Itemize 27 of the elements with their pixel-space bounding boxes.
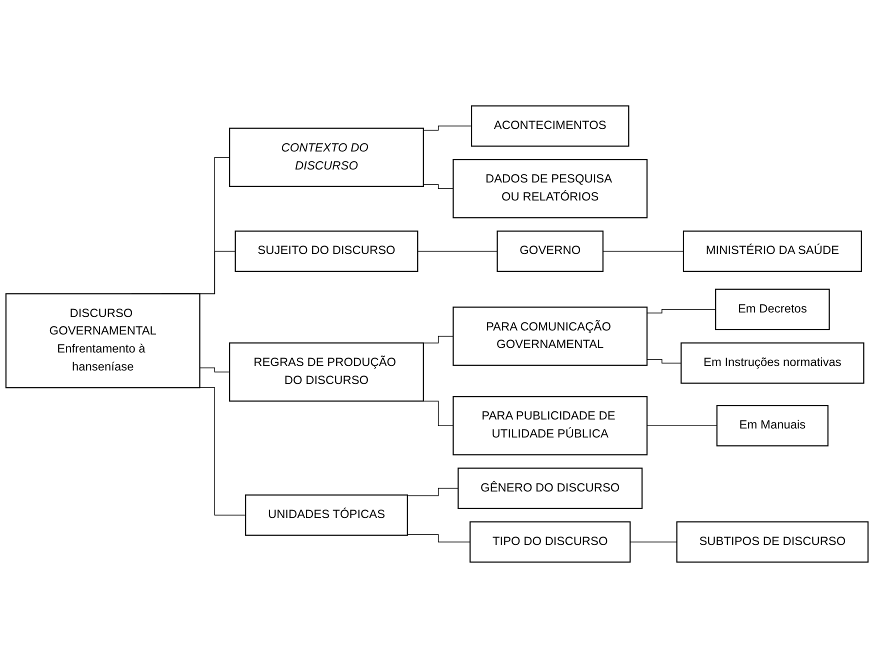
node-box: PARA PUBLICIDADE DE UTILIDADE PÚBLICA <box>452 396 648 456</box>
node-box: Em Decretos <box>715 288 830 330</box>
node-box: SUJEITO DO DISCURSO <box>234 230 418 272</box>
node-box: ACONTECIMENTOS <box>470 105 630 147</box>
node-box: REGRAS DE PRODUÇÃO DO DISCURSO <box>229 342 424 402</box>
node-box: PARA COMUNICAÇÃO GOVERNAMENTAL <box>452 306 648 366</box>
connector <box>417 250 498 252</box>
node-box: MINISTÉRIO DA SAÚDE <box>682 230 862 272</box>
node-box: CONTEXTO DO DISCURSO <box>229 128 424 187</box>
connector <box>602 250 684 252</box>
connector <box>423 184 454 190</box>
connector <box>407 488 459 496</box>
node-box: DISCURSO GOVERNAMENTAL Enfrentamento à hanseníase <box>5 293 200 388</box>
node-box: TIPO DO DISCURSO <box>470 521 631 563</box>
node-box: SUBTIPOS DE DISCURSO <box>676 521 869 563</box>
connector <box>646 309 716 314</box>
node-box: GÊNERO DO DISCURSO <box>458 468 643 509</box>
node-box: Em Instruções normativas <box>680 342 864 384</box>
connector <box>407 534 470 542</box>
node-box: Em Manuais <box>716 405 828 446</box>
node-box: UNIDADES TÓPICAS <box>245 494 408 536</box>
connector <box>199 367 230 372</box>
node-box: GOVERNO <box>496 230 604 272</box>
node-box: DADOS DE PESQUISA OU RELATÓRIOS <box>452 159 648 218</box>
connector <box>646 359 682 364</box>
connector <box>423 126 472 131</box>
connector <box>646 425 718 426</box>
